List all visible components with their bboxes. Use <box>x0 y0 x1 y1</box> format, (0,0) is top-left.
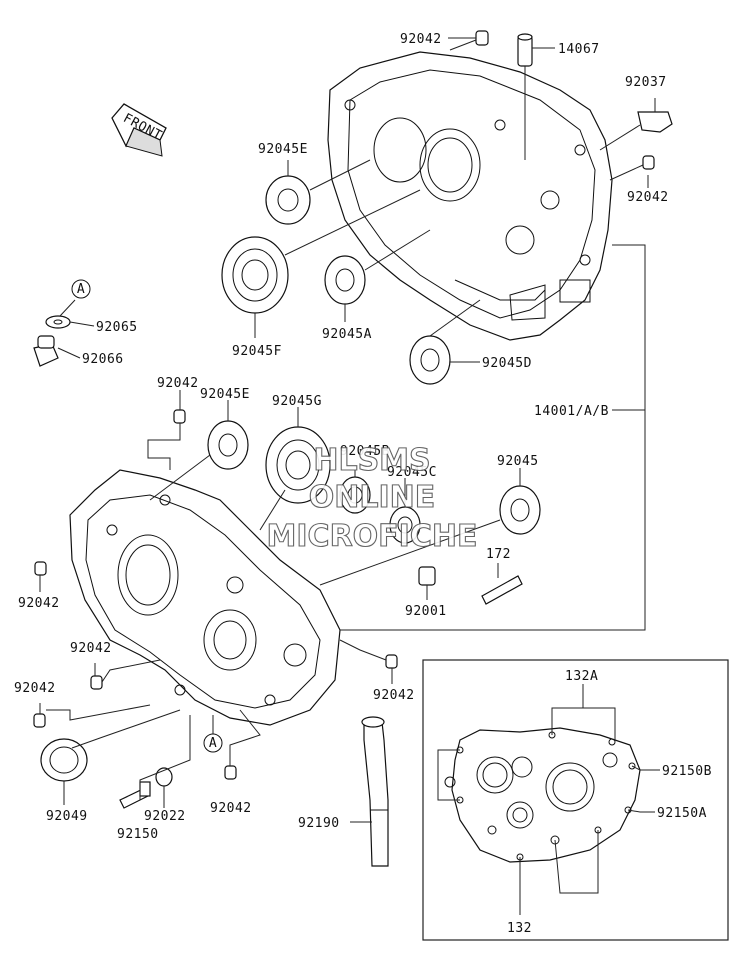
dowel-pin-92042-left <box>34 561 47 576</box>
label-92022: 92022 <box>144 809 186 824</box>
label-132A: 132A <box>565 669 598 684</box>
front-arrow-icon: FRONT <box>111 103 167 157</box>
bearing-92045A <box>324 255 366 305</box>
label-92037: 92037 <box>625 75 667 90</box>
sleeve-14067 <box>517 33 533 67</box>
oil-seal-92049 <box>40 738 88 782</box>
dowel-pin-92042-l2 <box>90 675 103 690</box>
label-92045A: 92045A <box>322 327 372 342</box>
label-92049: 92049 <box>46 809 88 824</box>
label-92042-mid: 92042 <box>157 376 199 391</box>
bolt-92150 <box>119 781 151 809</box>
dowel-pin-92042-top <box>475 30 489 46</box>
svg-text:A: A <box>209 736 217 751</box>
label-92045F: 92045F <box>232 344 282 359</box>
bearing-92045B <box>339 476 371 514</box>
reference-marker-a-bottom: A <box>203 733 223 753</box>
washer-92065 <box>45 315 71 329</box>
watermark-line3: MICROFICHE <box>267 519 478 554</box>
label-92150: 92150 <box>117 827 159 842</box>
label-92042-left: 92042 <box>18 596 60 611</box>
plug-92066 <box>33 335 59 367</box>
bearing-92045E-mid <box>207 420 249 470</box>
label-92190: 92190 <box>298 816 340 831</box>
label-92042-right: 92042 <box>627 190 669 205</box>
label-14001-a-b: 14001/A/B <box>534 404 609 419</box>
bearing-92045 <box>499 485 541 535</box>
inset-crankcase-assembly <box>422 659 729 941</box>
watermark: HLSMS ONLINE MICROFICHE <box>266 442 478 554</box>
label-132: 132 <box>507 921 532 936</box>
dowel-pin-92042-bottom <box>224 765 237 780</box>
dowel-pin-92042-mid <box>173 409 186 424</box>
label-92042-l2: 92042 <box>70 641 112 656</box>
bracket-92037 <box>637 111 673 133</box>
label-92042-r2: 92042 <box>373 688 415 703</box>
bearing-92045C <box>389 506 421 544</box>
label-92065: 92065 <box>96 320 138 335</box>
stud-172 <box>481 575 523 605</box>
bearing-92045E-top <box>265 175 311 225</box>
bearing-92045G <box>265 426 331 504</box>
watermark-line2: ONLINE <box>309 480 436 515</box>
label-92042-bottom: 92042 <box>210 801 252 816</box>
label-92045G: 92045G <box>272 394 322 409</box>
label-92066: 92066 <box>82 352 124 367</box>
label-92045D: 92045D <box>482 356 532 371</box>
label-92042-top: 92042 <box>400 32 442 47</box>
label-92045B: 92045B <box>340 444 390 459</box>
upper-crankcase-half <box>327 51 613 341</box>
svg-text:A: A <box>77 282 85 297</box>
label-14067: 14067 <box>558 42 600 57</box>
label-172: 172 <box>486 547 511 562</box>
leader-lines <box>39 37 656 823</box>
label-92045C: 92045C <box>387 465 437 480</box>
label-92042-l3: 92042 <box>14 681 56 696</box>
label-92150B: 92150B <box>662 764 712 779</box>
bearing-92045F <box>221 236 289 314</box>
plug-92001 <box>418 566 436 586</box>
dowel-pin-92042-right <box>642 155 655 170</box>
dowel-pin-92042-l3 <box>33 713 46 728</box>
hose-92190 <box>361 716 389 867</box>
label-92001: 92001 <box>405 604 447 619</box>
label-92045: 92045 <box>497 454 539 469</box>
lower-crankcase-half <box>69 469 341 726</box>
reference-marker-a-top: A <box>71 279 91 299</box>
dowel-pin-92042-r2 <box>385 654 398 669</box>
label-92045E-mid: 92045E <box>200 387 250 402</box>
bearing-92045D <box>409 335 451 385</box>
watermark-line1: HLSMS <box>313 443 430 478</box>
label-92150A: 92150A <box>657 806 707 821</box>
label-92045E-top: 92045E <box>258 142 308 157</box>
